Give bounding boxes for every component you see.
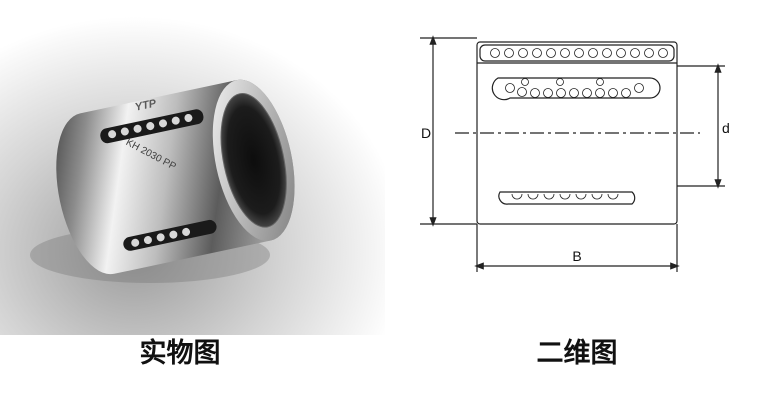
- label-D: D: [421, 125, 431, 141]
- caption-photo: 实物图: [139, 338, 221, 369]
- top-ball-band: [479, 44, 675, 62]
- visible-balls: [108, 113, 193, 247]
- bearing-photo-illustration: YTP KH 2030 PP: [0, 0, 385, 335]
- technical-drawing: D d B: [400, 0, 777, 335]
- label-B: B: [572, 248, 581, 264]
- lower-ball-track: [498, 191, 636, 205]
- drawing-canvas: D d B: [420, 35, 730, 272]
- engraving-brand: YTP: [134, 97, 158, 113]
- product-photo: YTP KH 2030 PP: [0, 0, 385, 335]
- lower-track-balls: [511, 193, 619, 200]
- label-d: d: [722, 120, 730, 136]
- bore-edge: [220, 93, 287, 228]
- bore-opening: [221, 93, 287, 228]
- upper-track-balls: [505, 78, 644, 98]
- upper-ball-track: [491, 77, 661, 101]
- top-band-balls: [490, 48, 668, 58]
- bearing-body: YTP KH 2030 PP: [56, 79, 295, 275]
- bearing-outline: [476, 41, 678, 225]
- caption-drawing: 二维图: [536, 338, 618, 369]
